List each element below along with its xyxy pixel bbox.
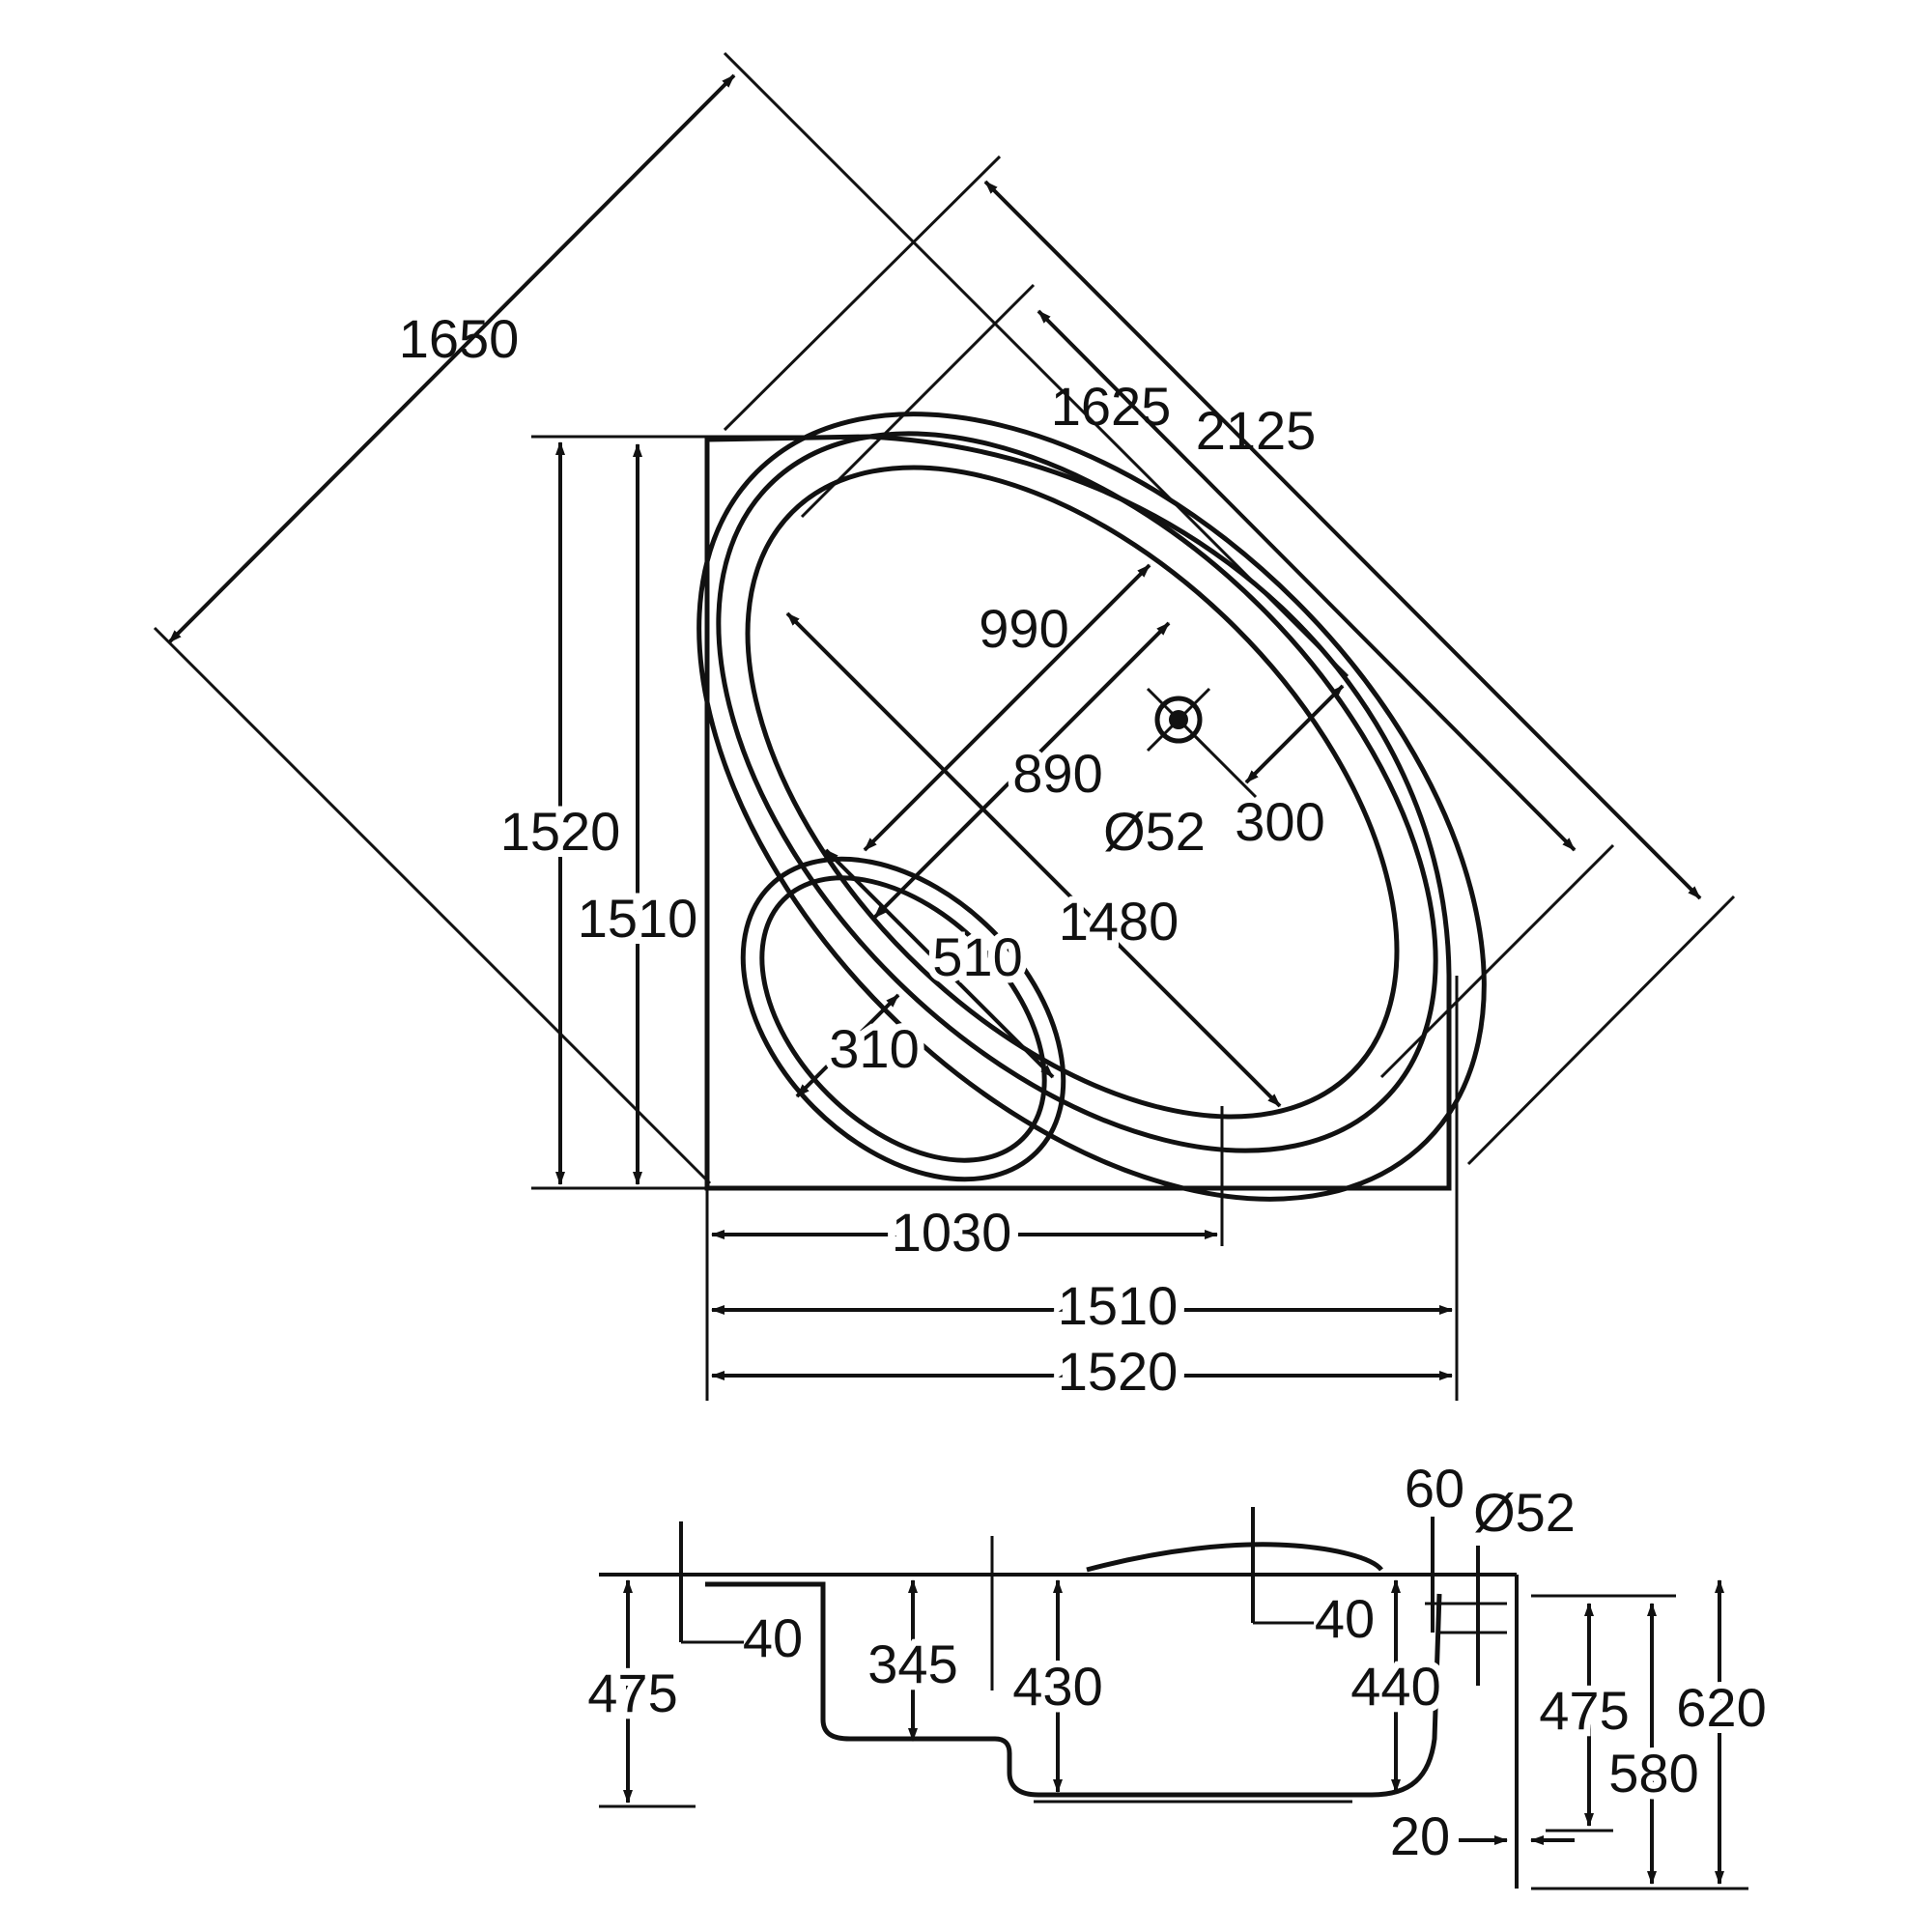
- ext-front-c: [1379, 843, 1615, 1079]
- section-view: 475 40 345 430 40 440 60 Ø52 475 580 620…: [581, 1458, 1774, 1890]
- label-left-475: 475: [587, 1662, 677, 1723]
- dim-line-1650: [167, 73, 736, 644]
- label-620: 620: [1676, 1677, 1766, 1738]
- label-h-1030: 1030: [892, 1202, 1012, 1263]
- label-345: 345: [867, 1634, 957, 1694]
- label-drain-diameter: Ø52: [1103, 801, 1206, 862]
- label-h-1510: 1510: [1058, 1275, 1179, 1336]
- label-430: 430: [1012, 1656, 1102, 1717]
- label-left-40: 40: [743, 1607, 803, 1668]
- section-rim-crown: [1086, 1542, 1383, 1573]
- ext-front-d: [1466, 895, 1736, 1166]
- label-300: 300: [1235, 791, 1324, 852]
- drain-leader: [1177, 718, 1258, 799]
- label-60: 60: [1405, 1458, 1464, 1519]
- ext-front-a: [723, 155, 1002, 432]
- label-h-1520: 1520: [1058, 1341, 1179, 1402]
- label-1480: 1480: [1059, 891, 1179, 952]
- section-body: [705, 1581, 1442, 1798]
- dim-line-510: [824, 848, 1055, 1079]
- label-center-40: 40: [1315, 1588, 1375, 1649]
- label-v-1510: 1510: [578, 888, 698, 949]
- label-2125: 2125: [1196, 400, 1317, 461]
- label-1650: 1650: [399, 308, 520, 369]
- dim-line-310: [795, 993, 900, 1098]
- label-right-475: 475: [1539, 1680, 1629, 1741]
- label-440: 440: [1350, 1656, 1440, 1717]
- dim-line-300: [1244, 684, 1345, 784]
- plan-view: 1650 1625 2125 1520 1510 1030 1510 1520 …: [153, 51, 1736, 1410]
- label-20: 20: [1390, 1805, 1450, 1866]
- ext-1650-b: [153, 626, 712, 1185]
- label-580: 580: [1608, 1743, 1698, 1804]
- label-990: 990: [979, 598, 1068, 659]
- label-890: 890: [1012, 743, 1102, 804]
- label-510: 510: [932, 926, 1022, 987]
- dim-line-2125: [983, 180, 1702, 900]
- label-v-1520: 1520: [500, 801, 621, 862]
- label-overflow-diameter: Ø52: [1473, 1482, 1576, 1543]
- ext-1650-a: [723, 51, 1350, 678]
- label-1625: 1625: [1051, 376, 1172, 437]
- label-310: 310: [829, 1018, 919, 1079]
